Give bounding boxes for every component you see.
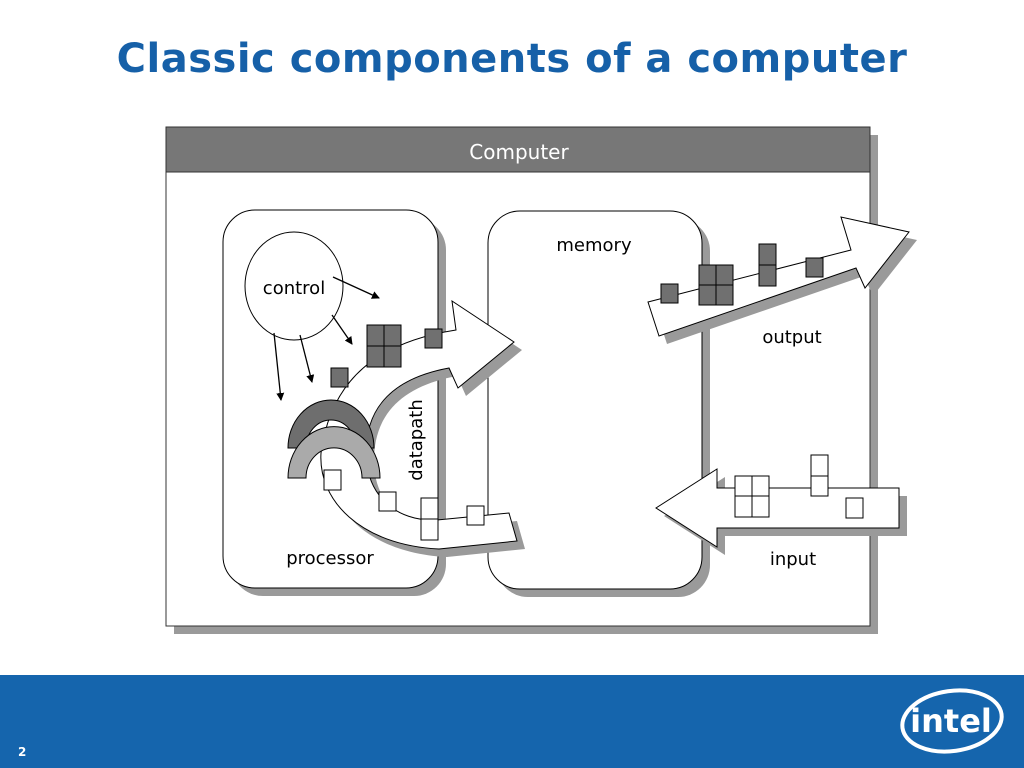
output-label: output bbox=[762, 327, 821, 348]
control-label: control bbox=[263, 278, 325, 299]
slide-title: Classic components of a computer bbox=[116, 36, 908, 82]
processor-label: processor bbox=[286, 548, 374, 569]
computer-diagram: Computer processor memory datapath contr… bbox=[165, 126, 917, 634]
control-unit: control bbox=[244, 231, 344, 341]
input-arrow: input bbox=[655, 468, 907, 570]
datapath-label: datapath bbox=[406, 399, 427, 480]
computer-header-bar bbox=[165, 126, 871, 173]
computer-header-label: Computer bbox=[469, 140, 569, 164]
footer-bar bbox=[0, 675, 1024, 768]
alu-shape bbox=[287, 399, 381, 479]
intel-logo-text: intel bbox=[910, 702, 992, 740]
page-number: 2 bbox=[18, 745, 27, 759]
intel-logo: intel bbox=[900, 688, 1004, 754]
input-data-blocks bbox=[734, 454, 864, 519]
memory-label: memory bbox=[556, 235, 632, 256]
datapath-data-blocks bbox=[323, 324, 485, 541]
control-signal-arrows bbox=[273, 276, 380, 401]
output-arrow: output bbox=[647, 216, 917, 348]
input-label: input bbox=[770, 549, 816, 570]
output-data-blocks bbox=[660, 243, 824, 306]
